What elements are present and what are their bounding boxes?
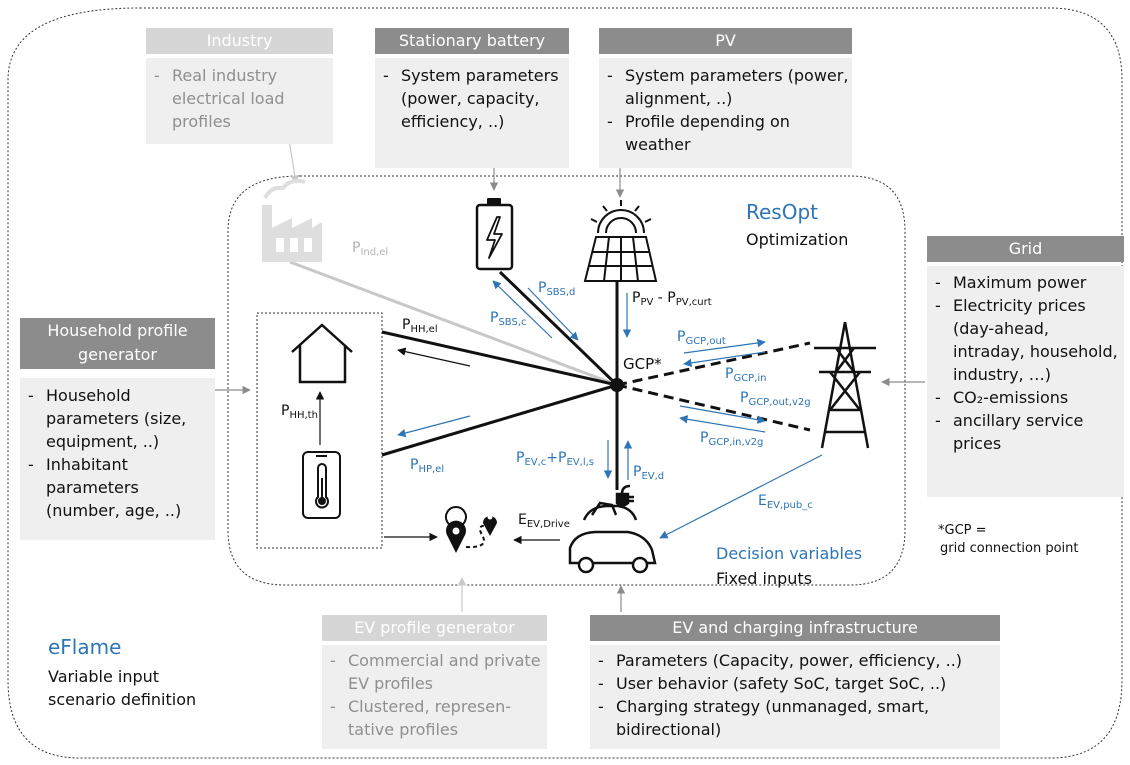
label-e-ev-drive: EEV,Drive: [518, 512, 570, 530]
label-p-hh-th: PHH,th: [281, 403, 318, 421]
grid-box: Maximum power Electricity prices (day-ah…: [927, 266, 1124, 497]
legend-fixed: Fixed inputs: [716, 569, 813, 588]
battery-item: System parameters (power, capacity, effi…: [375, 64, 569, 133]
ev-infra-item: User behavior (safety SoC, target SoC, .…: [590, 672, 1000, 695]
ev-car-icon: [568, 484, 657, 574]
ev-infra-item: Charging strategy (unmanaged, smart, bid…: [590, 695, 1000, 741]
grid-item: Maximum power: [927, 271, 1124, 294]
gcp-note-line1: *GCP =: [938, 523, 987, 538]
eflame-boundary: [7, 7, 1123, 759]
grid-line-upper: [616, 341, 811, 387]
ev-profile-item: Clustered, represen-tative profiles: [322, 695, 547, 741]
arrow-gcp-out: [683, 338, 766, 354]
pv-header: PV: [599, 28, 852, 54]
label-e-ev-pub: EEV,pub_c: [758, 493, 813, 511]
arrow-grid-to-ev: [659, 454, 823, 539]
house-icon: [291, 323, 353, 384]
pv-item: Profile depending on weather: [599, 110, 852, 156]
grid-item: ancillary service prices: [927, 409, 1124, 455]
resopt-title: ResOpt: [746, 200, 819, 224]
eflame-subtitle: Variable input scenario definition: [48, 667, 197, 709]
pv-item: System parameters (power, alignment, ..): [599, 64, 852, 110]
arrow-sbs-d: [527, 287, 579, 341]
label-p-ind-el: PInd,el: [352, 240, 389, 258]
arrow-heatpump-el: [397, 415, 471, 438]
arrow-gcp-out-v2g: [679, 405, 766, 424]
industry-line: [289, 260, 618, 387]
label-p-hp-el: PHP,el: [410, 457, 445, 475]
label-p-gcp-out-v2g: PGCP,out,v2g: [740, 390, 811, 408]
pv-panel-icon: [583, 200, 658, 282]
battery-box: System parameters (power, capacity, effi…: [375, 58, 569, 168]
household-item: Inhabitant parameters (number, age, ..): [20, 453, 215, 522]
heatpump-line: [381, 383, 618, 457]
pv-box: System parameters (power, alignment, ..)…: [599, 58, 852, 168]
label-p-gcp-in-v2g: PGCP,in,v2g: [700, 430, 764, 448]
label-p-hh-el: PHH,el: [402, 317, 438, 335]
label-p-pv: PPV - PPV,curt: [632, 290, 712, 308]
resopt-boundary: [227, 175, 906, 586]
label-p-ev-c: PEV,c+PEV,l,s: [516, 450, 594, 468]
household-header: Household profile generator: [20, 318, 215, 369]
factory-icon: [262, 178, 322, 262]
industry-box: Real industry electrical load profiles: [146, 58, 333, 144]
gcp-note-line2: grid connection point: [940, 541, 1079, 556]
resopt-subtitle: Optimization: [746, 230, 849, 249]
ev-profile-header: EV profile generator: [322, 615, 547, 641]
ev-profile-item: Commercial and private EV profiles: [322, 649, 547, 695]
arrow-gcp-in-v2g: [679, 415, 766, 433]
label-p-gcp-out: PGCP,out: [677, 329, 726, 347]
household-item: Household parameters (size, equipment, .…: [20, 384, 215, 453]
eflame-title: eFlame: [48, 635, 122, 659]
household-box: Household parameters (size, equipment, .…: [20, 378, 215, 540]
arrow-industry-input: [288, 139, 299, 184]
battery-icon: [475, 198, 514, 271]
legend-decision: Decision variables: [716, 544, 863, 563]
arrow-gcp-in: [683, 351, 766, 368]
gcp-node: [610, 378, 624, 392]
grid-header: Grid: [927, 236, 1124, 262]
ev-infra-header: EV and charging infrastructure: [590, 615, 1000, 641]
ev-infra-box: Parameters (Capacity, power, efficiency,…: [590, 645, 1000, 749]
battery-header: Stationary battery: [375, 28, 569, 54]
gcp-label: GCP*: [623, 355, 662, 373]
arrow-sbs-c: [492, 280, 553, 339]
household-line: [381, 330, 618, 387]
heatpump-icon: [302, 451, 341, 519]
ev-profile-box: Commercial and private EV profiles Clust…: [322, 645, 547, 749]
ev-infra-item: Parameters (Capacity, power, efficiency,…: [590, 649, 1000, 672]
label-p-ev-d: PEV,d: [633, 464, 665, 482]
route-icon: [444, 506, 497, 553]
battery-line: [498, 270, 619, 387]
arrow-household-el: [397, 347, 471, 367]
grid-item: CO₂-emissions: [927, 386, 1124, 409]
label-p-sbs-c: PSBS,c: [490, 310, 527, 328]
label-p-sbs-d: PSBS,d: [538, 280, 576, 298]
grid-item: Electricity prices (day-ahead, intraday,…: [927, 294, 1124, 386]
grid-tower-icon: [814, 321, 876, 449]
grid-line-lower: [616, 383, 811, 432]
industry-item: Real industry electrical load profiles: [146, 64, 333, 133]
label-p-gcp-in: PGCP,in: [725, 366, 767, 384]
industry-header: Industry: [146, 28, 333, 54]
